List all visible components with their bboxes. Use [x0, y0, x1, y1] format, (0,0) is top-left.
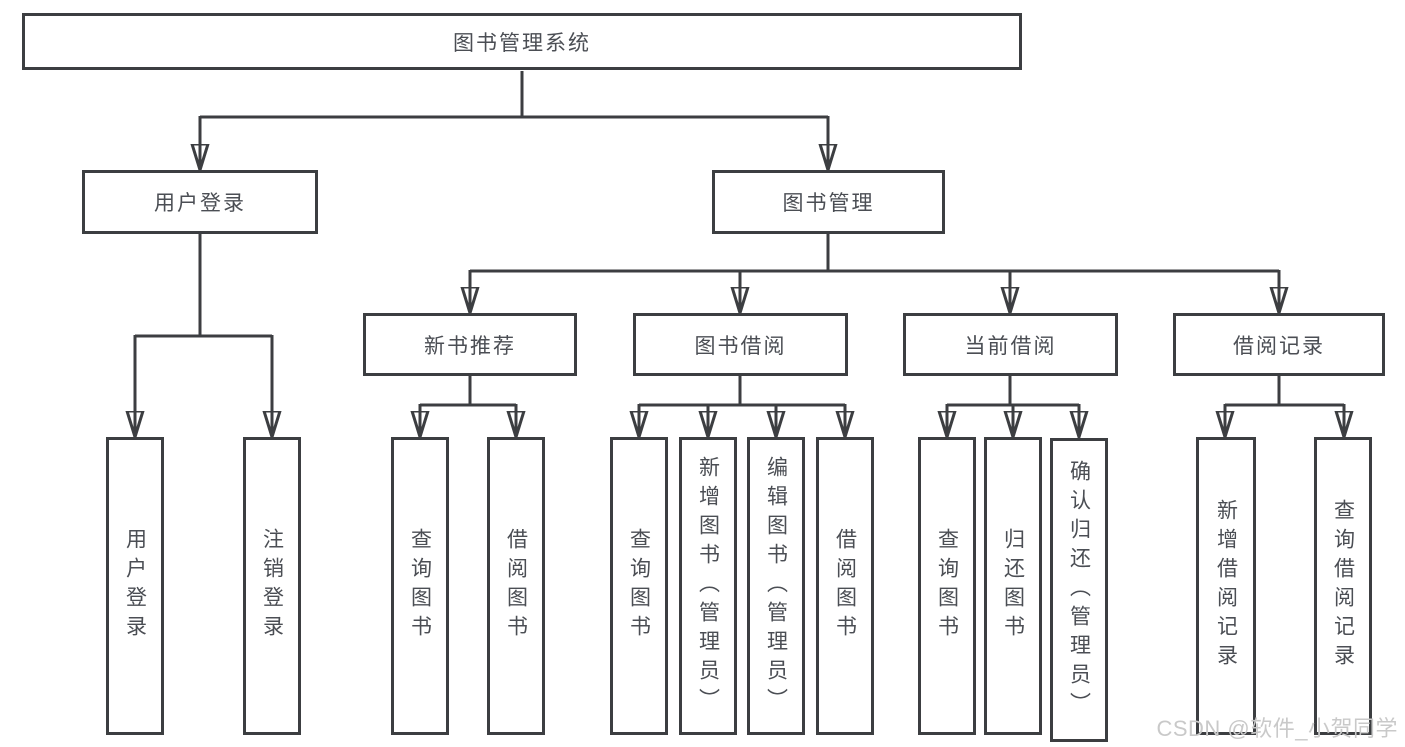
- leaf-query-books-borrow: 查询图书: [610, 437, 668, 735]
- node-current-borrowing: 当前借阅: [903, 313, 1118, 376]
- connector-current-borrowing-children: [947, 376, 1079, 437]
- leaf-add-borrow-record: 新增借阅记录: [1196, 437, 1256, 735]
- connector-new-book-recommendation-children: [420, 376, 516, 437]
- node-borrowing-records: 借阅记录: [1173, 313, 1385, 376]
- connector-user-login-children: [135, 234, 272, 437]
- leaf-borrow-books: 借阅图书: [816, 437, 874, 735]
- connector-root-to-level2: [200, 71, 828, 170]
- leaf-user-login: 用户登录: [106, 437, 164, 735]
- leaf-query-books-recommend: 查询图书: [391, 437, 449, 735]
- csdn-watermark: CSDN @软件_小贺同学: [1156, 716, 1398, 741]
- leaf-return-books: 归还图书: [984, 437, 1042, 735]
- connector-book-borrowing-children: [639, 376, 845, 437]
- leaf-logout: 注销登录: [243, 437, 301, 735]
- node-user-login: 用户登录: [82, 170, 318, 234]
- connector-book-management-to-level3: [470, 234, 1279, 313]
- leaf-add-books-admin: 新增图书（管理员）: [679, 437, 737, 735]
- connector-borrowing-records-children: [1225, 376, 1344, 437]
- node-book-management: 图书管理: [712, 170, 945, 234]
- node-book-borrowing: 图书借阅: [633, 313, 848, 376]
- node-library-management-system: 图书管理系统: [22, 13, 1022, 70]
- leaf-query-borrow-record: 查询借阅记录: [1314, 437, 1372, 735]
- node-new-book-recommendation: 新书推荐: [363, 313, 577, 376]
- leaf-query-books-current: 查询图书: [918, 437, 976, 735]
- leaf-borrow-books-recommend: 借阅图书: [487, 437, 545, 735]
- leaf-edit-books-admin: 编辑图书（管理员）: [747, 437, 805, 735]
- leaf-confirm-return-admin: 确认归还（管理员）: [1050, 438, 1108, 742]
